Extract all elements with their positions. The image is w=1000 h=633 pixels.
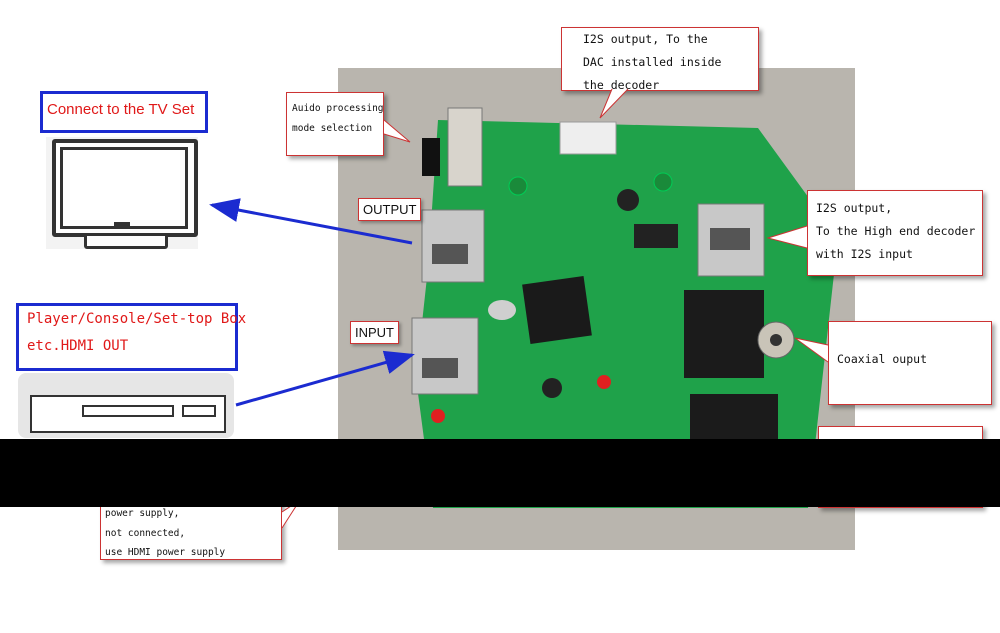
player-device-icon: [18, 373, 234, 438]
callout-i2s-highend-line-2: To the High end decoder: [816, 224, 976, 238]
optical-jack: [690, 394, 778, 444]
small-chip: [634, 224, 678, 248]
callout-coaxial: Coaxial ouput: [828, 321, 992, 405]
output-label-text: OUTPUT: [363, 202, 417, 217]
callout-i2s-highend-line-1: I2S output,: [816, 201, 893, 215]
callout-i2s-highend-line-3: with I2S input: [816, 247, 913, 261]
tv-icon: [46, 137, 198, 249]
callout-i2s-dac-line-1: I2S output, To the: [583, 32, 708, 46]
callout-power-line-2: not connected,: [105, 527, 186, 539]
player-box-line-1: Player/Console/Set-top Box: [27, 311, 247, 327]
tv-box: Connect to the TV Set: [40, 91, 208, 133]
callout-power-line-3: use HDMI power supply: [105, 547, 226, 558]
input-label: INPUT: [350, 321, 399, 344]
player-box: Player/Console/Set-top Box etc.HDMI OUT: [16, 303, 246, 371]
i2s-connector: [559, 121, 617, 155]
board-photo: [338, 68, 855, 550]
input-label-text: INPUT: [355, 325, 394, 340]
callout-audio-mode: Auido processing mode selection: [286, 92, 384, 156]
callout-i2s-dac-line-2: DAC installed inside: [583, 55, 722, 69]
tv-box-text: Connect to the TV Set: [47, 101, 195, 118]
callout-i2s-highend: I2S output, To the High end decoder with…: [807, 190, 983, 276]
callout-audio-mode-line-1: Auido processing: [292, 103, 384, 114]
mode-switch: [447, 107, 483, 187]
callout-i2s-dac: I2S output, To the DAC installed inside …: [561, 27, 759, 92]
coaxial-jack: [684, 290, 764, 378]
callout-audio-mode-line-2: mode selection: [292, 123, 373, 134]
output-label: OUTPUT: [358, 198, 422, 221]
player-box-line-2: etc.HDMI OUT: [27, 338, 129, 354]
main-chip: [522, 275, 592, 345]
hdmi-input-port: [411, 317, 479, 395]
callout-i2s-dac-line-3: the decoder: [583, 78, 660, 92]
callout-coaxial-text: Coaxial ouput: [837, 352, 928, 366]
redaction-bar: [0, 439, 1000, 507]
callout-power-line-1: power supply,: [105, 508, 180, 519]
